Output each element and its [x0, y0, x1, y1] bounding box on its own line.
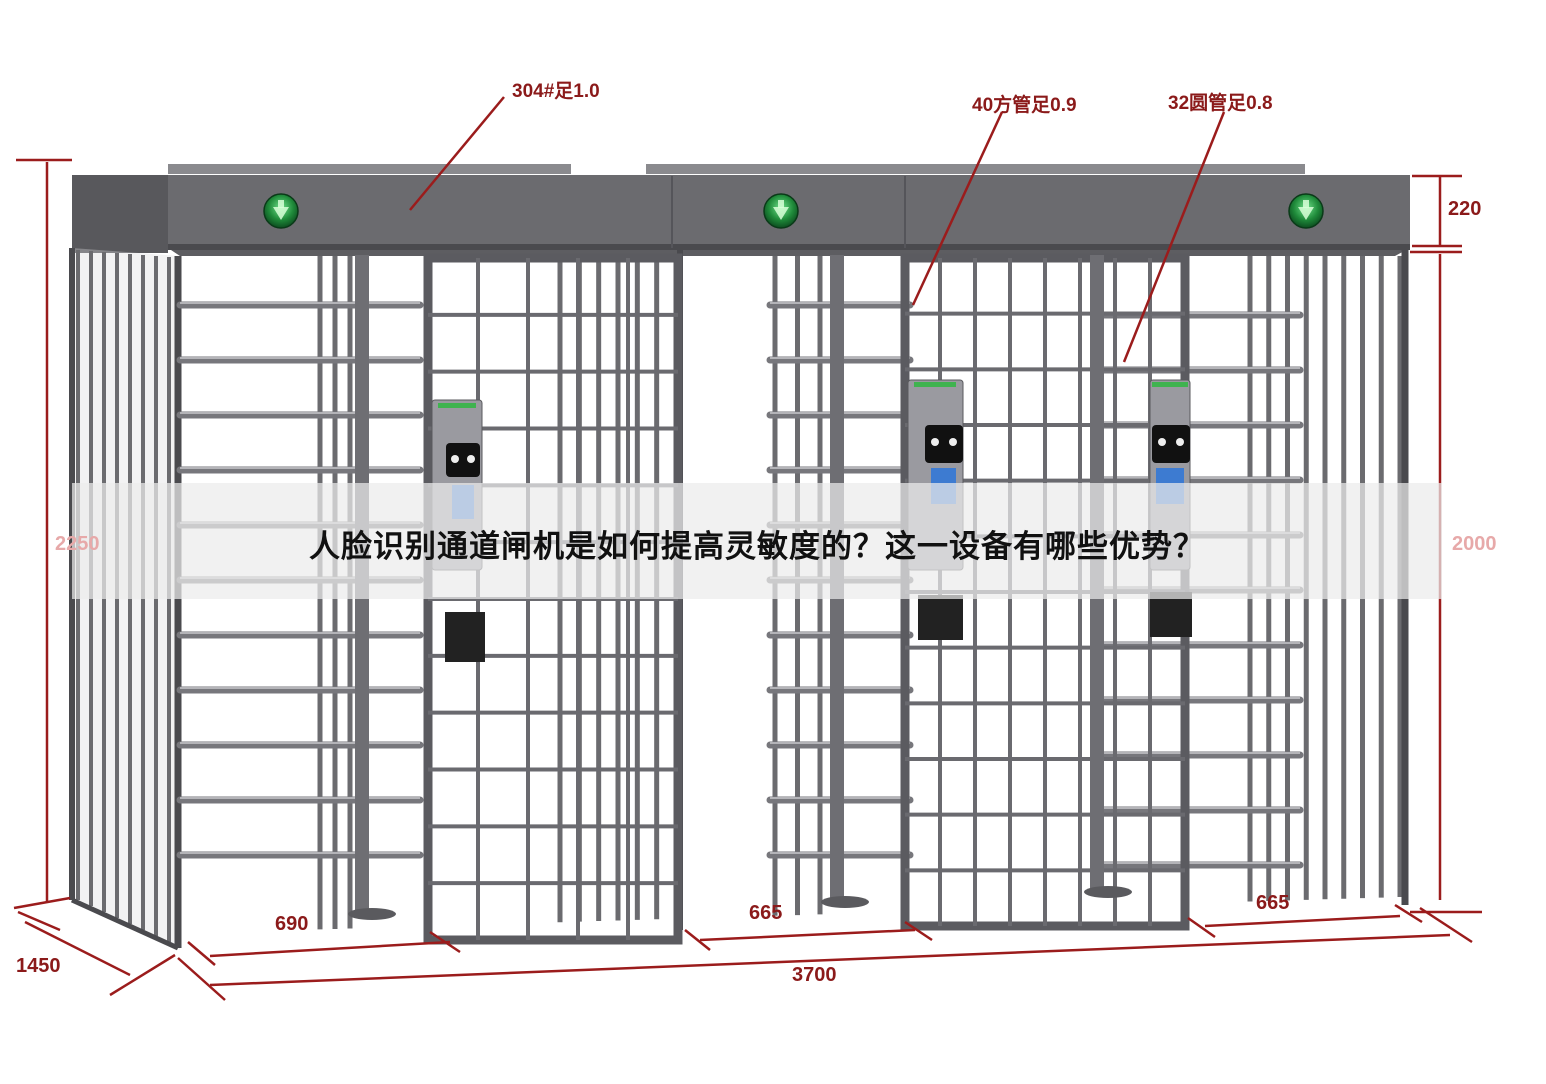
callout-frame-material: 304#足1.0 — [512, 81, 600, 102]
callout-round-tube: 32圆管足0.8 — [1168, 93, 1273, 114]
left-side-panel — [69, 248, 182, 951]
headline-banner: 人脸识别通道闸机是如何提高灵敏度的？这一设备有哪些优势？ — [72, 483, 1442, 599]
top-beam — [72, 164, 1410, 256]
dimension-total-height: 2250 — [55, 533, 100, 555]
dimension-inner-height: 2000 — [1452, 533, 1497, 555]
dimension-depth: 1450 — [16, 955, 61, 977]
dimension-lines — [13, 96, 1482, 1001]
down-arrow-signal-icon — [263, 193, 1324, 229]
dimension-lane-left: 690 — [275, 913, 309, 935]
callout-square-tube: 40方管足0.9 — [972, 95, 1077, 116]
dimension-lane-right: 665 — [1256, 892, 1290, 914]
dimension-total-width: 3700 — [792, 964, 837, 986]
dimension-lane-middle: 665 — [749, 902, 783, 924]
dimension-top-height: 220 — [1448, 198, 1482, 220]
page-title: 人脸识别通道闸机是如何提高灵敏度的？这一设备有哪些优势？ — [309, 529, 1205, 565]
